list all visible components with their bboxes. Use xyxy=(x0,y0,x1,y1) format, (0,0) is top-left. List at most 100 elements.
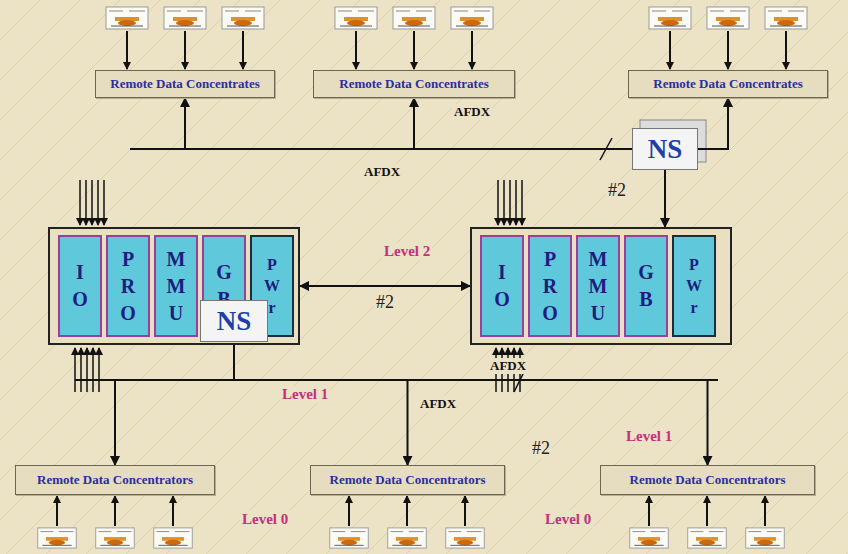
afdx-connector xyxy=(234,342,408,465)
input-wire xyxy=(521,180,523,225)
bus-label: AFDX xyxy=(488,358,528,374)
sensor-icon xyxy=(630,528,669,548)
node-text: PWr xyxy=(686,254,702,319)
input-wire xyxy=(85,180,87,225)
sensor-icon xyxy=(38,528,77,548)
node-text: IO xyxy=(70,259,90,313)
data-concentrator-box: Remote Data Concentrates xyxy=(628,70,828,98)
sensor-wire xyxy=(126,31,128,69)
input-wire xyxy=(91,180,93,225)
input-wire xyxy=(97,180,99,225)
data-concentrator-box: Remote Data Concentrators xyxy=(15,465,215,495)
data-concentrator-box: Remote Data Concentrates xyxy=(313,70,515,98)
redundancy-number: #2 xyxy=(374,292,396,313)
afdx-connector xyxy=(698,98,728,149)
node-text: PRO xyxy=(540,246,560,327)
input-wire xyxy=(515,180,517,225)
sensor-wire xyxy=(114,496,116,526)
module-card: IO xyxy=(480,235,524,337)
sensor-icon xyxy=(688,528,727,548)
sensor-wire xyxy=(471,31,473,69)
data-concentrator-box: Remote Data Concentrators xyxy=(310,465,505,495)
data-concentrator-box: Remote Data Concentrators xyxy=(600,465,815,495)
sensor-wire xyxy=(355,31,357,69)
sensor-wire xyxy=(648,496,650,526)
bus-label: AFDX xyxy=(362,164,402,180)
input-wire xyxy=(79,180,81,225)
sensor-wire xyxy=(172,496,174,526)
sensor-icon xyxy=(446,528,485,548)
sensor-icon xyxy=(649,7,691,29)
node-text: Remote Data Concentrates xyxy=(339,76,488,92)
sensor-icon xyxy=(393,7,435,29)
node-text: NS xyxy=(217,306,252,337)
sensor-wire xyxy=(406,496,408,526)
module-card: MMU xyxy=(154,235,198,337)
node-text: IO xyxy=(492,259,512,313)
module-card: IO xyxy=(58,235,102,337)
bus-label: AFDX xyxy=(418,396,458,412)
sensor-wire xyxy=(727,31,729,69)
input-wire xyxy=(80,348,82,392)
module-card: MMU xyxy=(576,235,620,337)
sensor-wire xyxy=(242,31,244,69)
computing-module: IO PRO MMU GB PWr xyxy=(470,227,732,345)
sensor-icon xyxy=(451,7,493,29)
input-wire xyxy=(497,180,499,225)
sensor-icon xyxy=(106,7,148,29)
afdx-connector xyxy=(185,98,632,149)
node-text: Remote Data Concentrates xyxy=(653,76,802,92)
sensor-icon xyxy=(164,7,206,29)
level-label: Level 2 xyxy=(382,243,432,260)
data-concentrator-box: Remote Data Concentrates xyxy=(95,70,275,98)
afdx-connector xyxy=(234,342,708,465)
afdx-connector xyxy=(300,285,470,287)
level-label: Level 1 xyxy=(280,386,330,403)
redundancy-number: #2 xyxy=(606,180,628,201)
module-card: GB xyxy=(624,235,668,337)
node-text: Remote Data Concentrators xyxy=(37,472,193,488)
afdx-connector xyxy=(414,98,632,149)
sensor-wires xyxy=(57,31,786,526)
sensor-icon xyxy=(96,528,135,548)
input-wire xyxy=(503,180,505,225)
sensor-wire xyxy=(348,496,350,526)
afdx-connector xyxy=(115,342,234,465)
bus-label: AFDX xyxy=(452,104,492,120)
node-text: Remote Data Concentrators xyxy=(630,472,786,488)
node-text: Remote Data Concentrates xyxy=(110,76,259,92)
network-switch-box: NS xyxy=(200,300,268,342)
node-text: MMU xyxy=(166,246,186,327)
sensor-icon xyxy=(335,7,377,29)
level-label: Level 0 xyxy=(543,511,593,528)
sensor-icon xyxy=(707,7,749,29)
input-wire xyxy=(74,348,76,392)
node-text: PRO xyxy=(118,246,138,327)
module-card: PRO xyxy=(528,235,572,337)
input-wire xyxy=(86,348,88,392)
input-wire xyxy=(103,180,105,225)
sensor-icon xyxy=(746,528,785,548)
network-switch-box: NS xyxy=(632,128,698,170)
sensor-wire xyxy=(56,496,58,526)
node-text: Remote Data Concentrators xyxy=(330,472,486,488)
input-wire xyxy=(92,348,94,392)
sensor-wire xyxy=(464,496,466,526)
module-card: PRO xyxy=(106,235,150,337)
redundancy-number: #2 xyxy=(530,438,552,459)
sensor-wire xyxy=(413,31,415,69)
sensor-icon xyxy=(765,7,807,29)
module-card: PWr xyxy=(672,235,716,337)
sensor-icon xyxy=(154,528,193,548)
sensor-wire xyxy=(706,496,708,526)
level-label: Level 1 xyxy=(624,428,674,445)
sensor-wire xyxy=(764,496,766,526)
node-text: NS xyxy=(648,134,683,165)
node-text: MMU xyxy=(588,246,608,327)
sensor-icon xyxy=(222,7,264,29)
sensor-wire xyxy=(785,31,787,69)
sensor-wire xyxy=(184,31,186,69)
input-wire xyxy=(98,348,100,392)
level-label: Level 0 xyxy=(240,511,290,528)
